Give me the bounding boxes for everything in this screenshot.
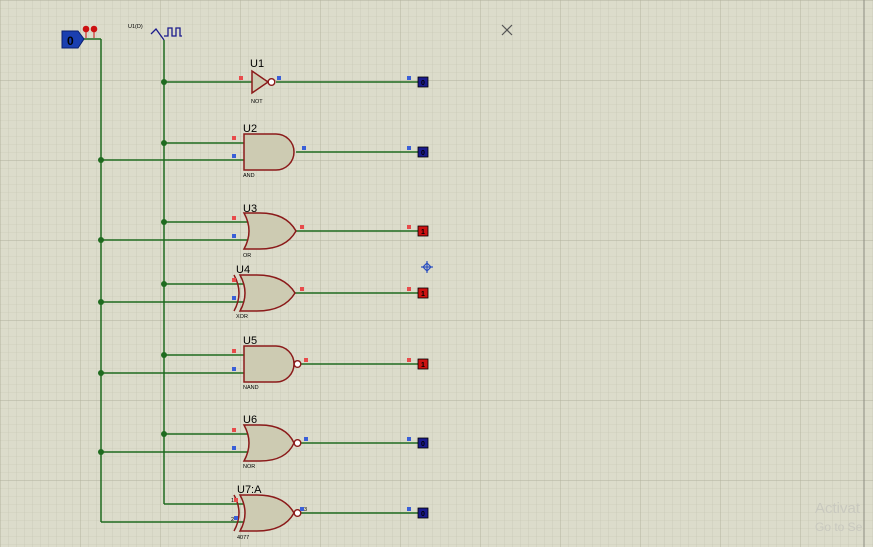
pin-marker-input <box>232 216 236 220</box>
logic-state-value: 0 <box>67 34 74 48</box>
pin-marker-input <box>232 428 236 432</box>
gate-u2-and[interactable]: U2 AND <box>232 123 306 179</box>
clock-label: U1(D) <box>128 24 143 30</box>
state-indicator-right <box>90 25 98 33</box>
watermark-line-1: Activat <box>815 500 861 517</box>
logic-state-input[interactable]: 0 <box>61 25 98 49</box>
gate-u4-xor[interactable]: U4 XOR <box>232 264 304 320</box>
gate-u6-nor[interactable]: U6 NOR <box>232 414 308 470</box>
logic-probe-u7[interactable]: 0 <box>407 507 429 519</box>
state-indicator-left <box>82 25 90 33</box>
pin-marker-input <box>232 446 236 450</box>
gate-ref-label: U2 <box>243 123 257 135</box>
probe-value: 0 <box>421 150 425 157</box>
pin-marker-output <box>300 287 304 291</box>
logic-probe-u5[interactable]: 1 <box>407 358 429 370</box>
pin-marker-input <box>232 349 236 353</box>
logic-probe-u4[interactable]: 1 <box>407 287 429 299</box>
gate-type-label: AND <box>243 173 255 179</box>
gate-type-label: OR <box>243 253 251 259</box>
pin-marker-output <box>300 225 304 229</box>
probe-pin-marker <box>407 437 411 441</box>
gate-u3-or[interactable]: U3 OR <box>232 203 304 259</box>
origin-marker-icon <box>501 24 513 36</box>
probe-value: 0 <box>421 441 425 448</box>
gate-ref-label: U6 <box>243 414 257 426</box>
probe-value: 1 <box>421 229 425 236</box>
pin-marker-input <box>232 234 236 238</box>
gate-ref-label: U1 <box>250 58 264 70</box>
gate-ref-label: U7:A <box>237 484 262 496</box>
clock-generator[interactable]: U1(D) <box>128 24 182 41</box>
pin-marker-input <box>234 516 238 520</box>
gate-type-label: NAND <box>243 385 259 391</box>
activation-watermark: Activat Go to Se <box>815 500 862 536</box>
gate-type-label: 4077 <box>237 535 249 541</box>
pin-marker-output <box>304 358 308 362</box>
wire-junctions <box>98 79 167 455</box>
probe-pin-marker <box>407 146 411 150</box>
gate-ref-label: U3 <box>243 203 257 215</box>
gate-u7a-xnor[interactable]: U7:A 4077 1 2 3 <box>231 484 307 541</box>
pin-marker-input <box>232 136 236 140</box>
probe-value: 1 <box>421 291 425 298</box>
gate-type-label: XOR <box>236 314 248 320</box>
pin-marker-input <box>234 498 238 502</box>
logic-probe-u3[interactable]: 1 <box>407 225 429 237</box>
probe-value: 0 <box>421 511 425 518</box>
gate-ref-label: U4 <box>236 264 250 276</box>
pin-number-2: 2 <box>231 517 234 523</box>
pin-marker-input <box>232 296 236 300</box>
logic-probe-u1[interactable]: 0 <box>407 76 429 88</box>
probe-pin-marker <box>407 507 411 511</box>
probe-pin-marker <box>407 225 411 229</box>
pin-marker-input <box>239 76 243 80</box>
probe-value: 1 <box>421 362 425 369</box>
pin-marker-output <box>277 76 281 80</box>
pin-marker-input <box>232 278 236 282</box>
wires <box>84 38 418 523</box>
probe-pin-marker <box>407 76 411 80</box>
logic-probe-u6[interactable]: 0 <box>407 437 429 449</box>
watermark-line-2: Go to Se <box>815 520 863 534</box>
pin-number-3: 3 <box>304 507 307 513</box>
probe-value: 0 <box>421 80 425 87</box>
pin-marker-output <box>302 146 306 150</box>
crosshair-cursor-icon <box>421 261 433 273</box>
probe-pin-marker <box>407 287 411 291</box>
pin-marker-output <box>304 437 308 441</box>
gate-u5-nand[interactable]: U5 NAND <box>232 335 308 391</box>
pin-marker-input <box>232 154 236 158</box>
gate-ref-label: U5 <box>243 335 257 347</box>
pin-marker-input <box>232 367 236 371</box>
clock-arrow-icon <box>150 28 165 41</box>
clock-wave-icon <box>164 27 182 37</box>
gate-u1-not[interactable]: U1 NOT <box>239 58 281 105</box>
gate-type-label: NOR <box>243 464 255 470</box>
pin-marker-output <box>300 507 304 511</box>
pin-number-1: 1 <box>231 498 234 504</box>
probe-pin-marker <box>407 358 411 362</box>
gate-type-label: NOT <box>251 99 263 105</box>
logic-probe-u2[interactable]: 0 <box>407 146 429 158</box>
